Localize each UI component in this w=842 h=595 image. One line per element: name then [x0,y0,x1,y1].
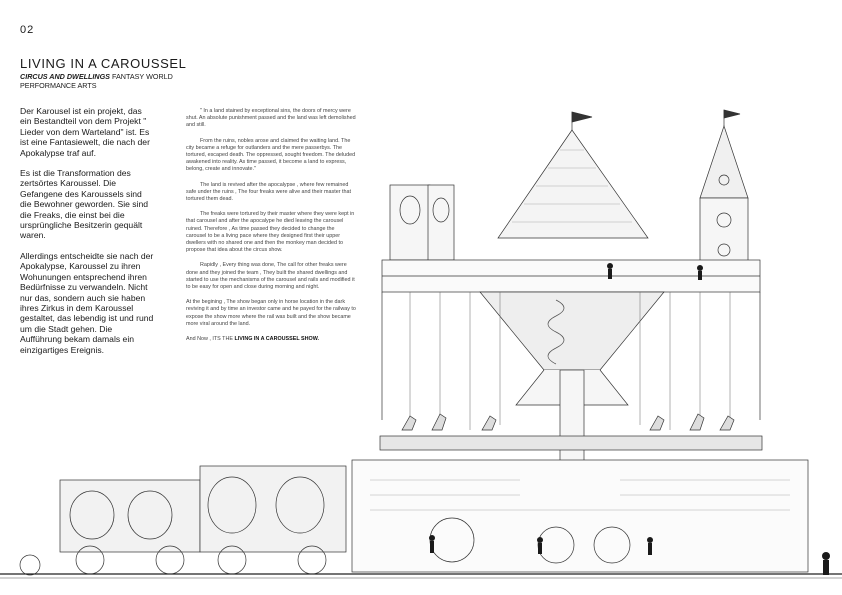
story-paragraph: Rapidly , Every thing was done, The call… [186,262,355,291]
roof-flag [571,111,593,123]
circus-grandstand [351,459,809,573]
tent-roof [497,129,649,239]
intro-text-column: Der Karousel ist ein projekt, das ein Be… [20,106,155,365]
subtitle-emphasis: CIRCUS AND DWELLINGS [20,72,110,81]
story-paragraph: At the begining , The show began only in… [186,299,356,327]
inner-drum [479,291,665,371]
story-paragraph: " In a land stained by exceptional sins,… [186,108,356,129]
left-tower [389,184,431,261]
wagon-wheel [75,545,105,575]
story-paragraph: The land is revived after the apocalypse… [186,181,351,203]
page-subtitle: CIRCUS AND DWELLINGS FANTASY WORLD PERFO… [20,72,190,90]
page-title: LIVING IN A CAROUSSEL [20,56,187,71]
right-spire [699,124,749,199]
intro-paragraph: Allerdings entscheidte sie nach der Apok… [20,250,154,355]
story-closing: And Now , ITS THE LIVING IN A CAROUSSEL … [186,336,356,343]
closing-lead: And Now , ITS THE [186,336,235,343]
story-paragraph: The freaks were tortured by their master… [186,211,355,254]
story-paragraph: From the ruins, nobles arose and claimed… [186,137,356,173]
story-text-column: " In a land stained by exceptional sins,… [186,108,356,351]
intro-paragraph: Es ist die Transformation des zertsörtes… [20,168,149,241]
carousel-platform [379,435,763,451]
closing-show-name: LIVING IN A CAROUSSEL SHOW. [234,336,319,343]
page-number: 02 [20,24,35,36]
circus-wagon [199,465,347,553]
circus-wagon [59,479,201,553]
subtitle-rest: FANTASY WORLD PERFORMANCE ARTS [20,72,173,90]
intro-paragraph: Der Karousel ist ein projekt, das ein Be… [20,106,150,158]
